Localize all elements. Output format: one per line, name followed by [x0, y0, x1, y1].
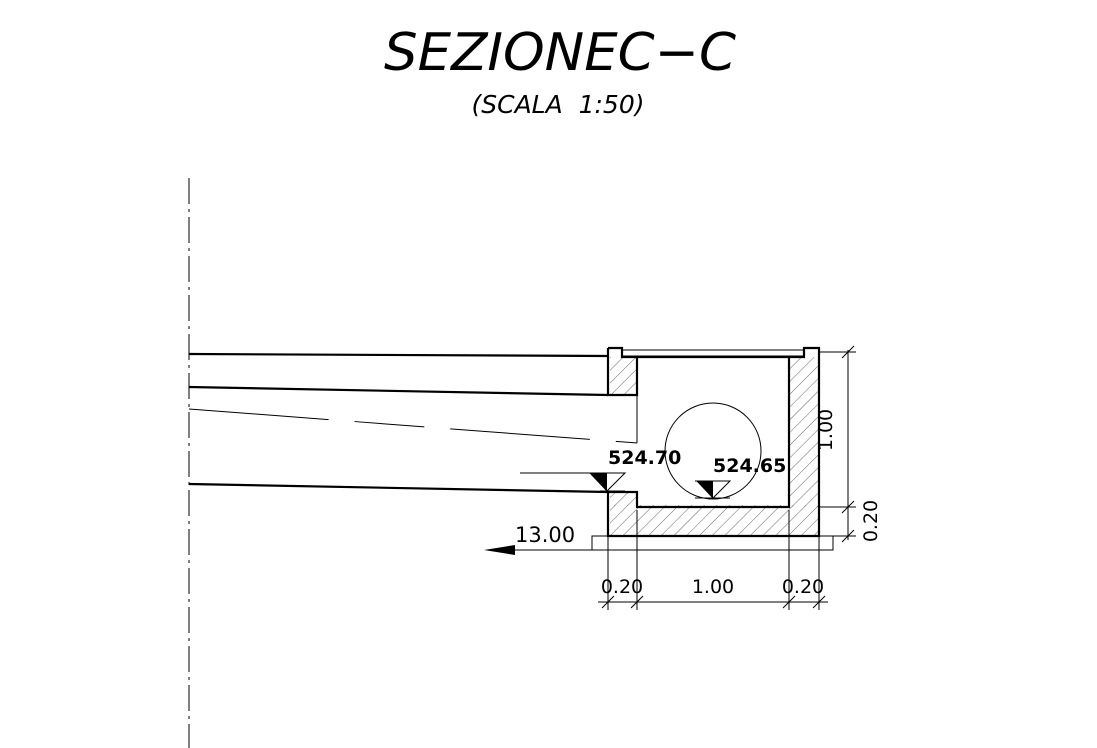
pipe-circle	[664, 402, 762, 500]
dimension-height-base: 0.20	[860, 500, 882, 542]
road-section-lines	[188, 352, 638, 494]
dimension-height-inner: 1.00	[815, 409, 837, 451]
horizontal-dimension-lines	[598, 510, 828, 610]
distance-arrow	[484, 545, 592, 555]
dimension-width-inner: 1.00	[692, 576, 734, 598]
dimension-width-left-wall: 0.20	[601, 576, 643, 598]
elevation-marker-left	[520, 472, 627, 492]
vertical-dimension-lines	[819, 345, 856, 543]
drawing-title: SEZIONEC−C	[384, 23, 737, 83]
elevation-marker-right	[695, 480, 732, 499]
channel-structure	[591, 346, 834, 551]
elevation-label-524-65: 524.65	[713, 455, 786, 477]
elevation-label-524-70: 524.70	[608, 447, 681, 469]
distance-label: 13.00	[515, 523, 575, 547]
drawing-subtitle: (SCALA 1:50)	[472, 90, 645, 119]
dimension-width-right-wall: 0.20	[782, 576, 824, 598]
